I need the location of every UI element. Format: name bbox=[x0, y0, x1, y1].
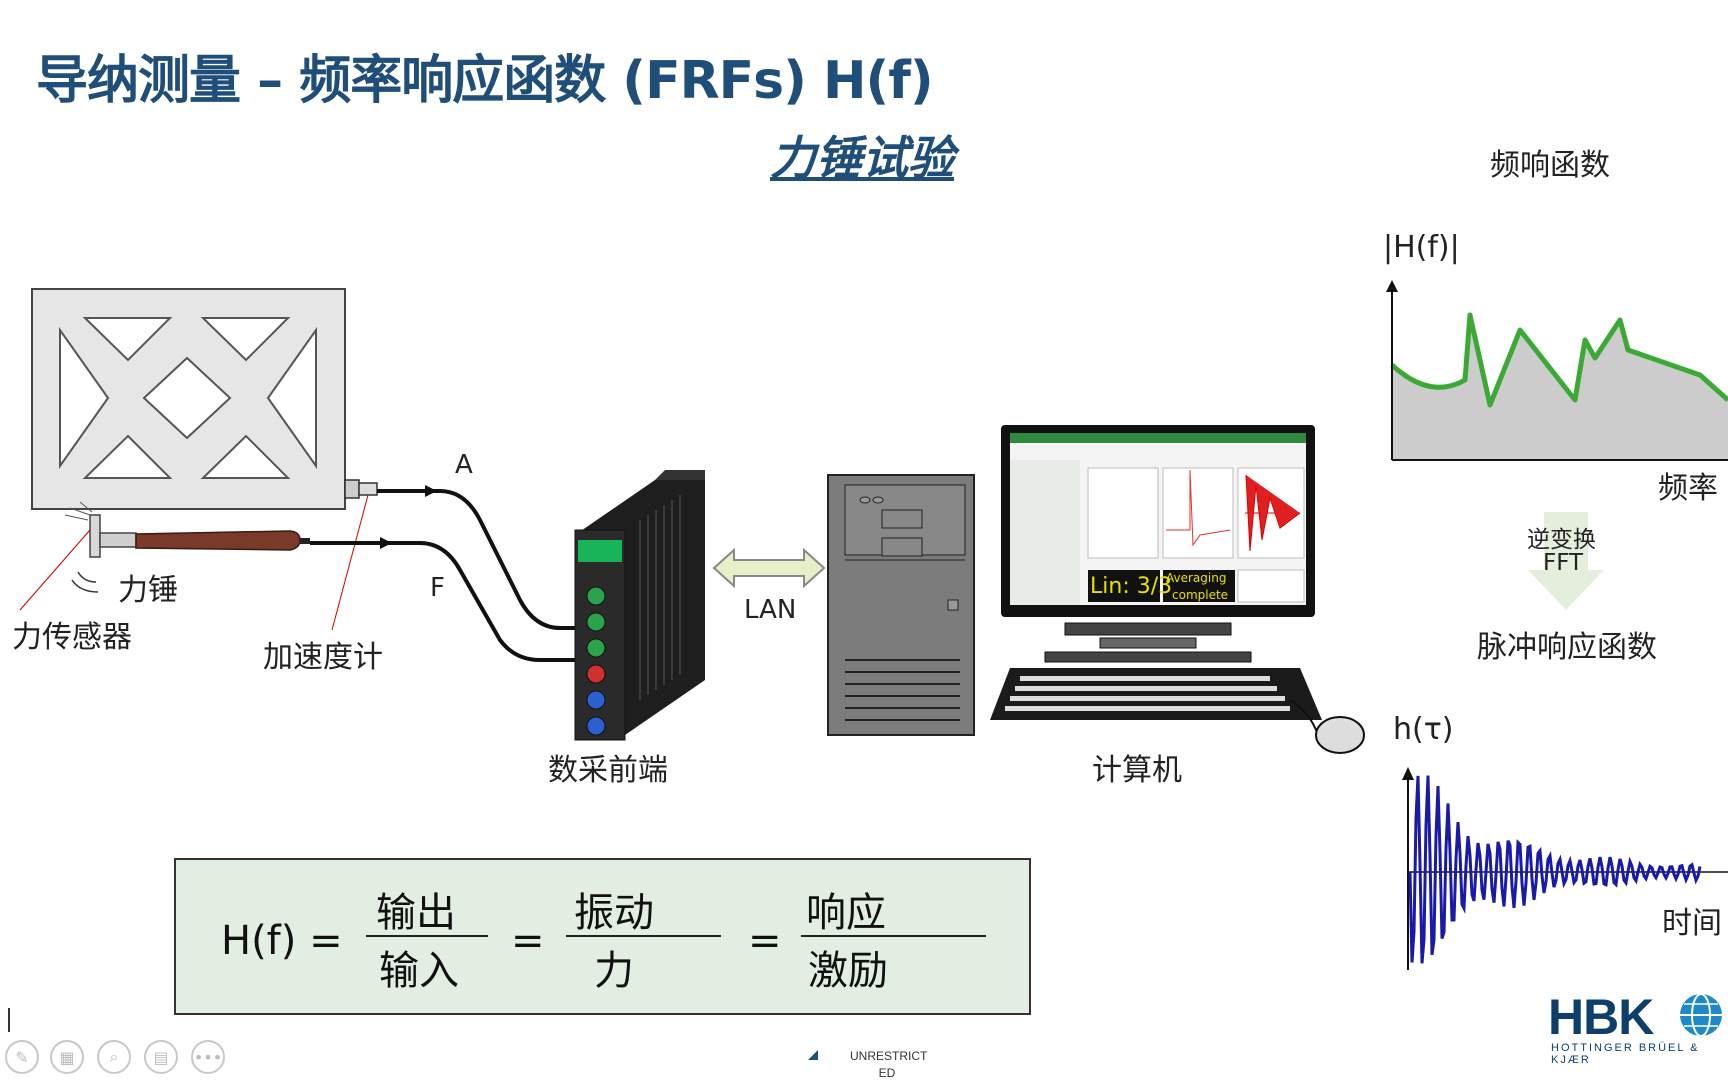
frontend-label: 数采前端 bbox=[548, 753, 668, 788]
formula-den1: 输入 bbox=[379, 948, 459, 994]
computer-label: 计算机 bbox=[1092, 753, 1182, 788]
hammer-label: 力锤 bbox=[118, 573, 178, 608]
impulse-x-label: 时间 bbox=[1662, 906, 1722, 941]
formula-num1: 输出 bbox=[376, 890, 456, 936]
more-icon[interactable]: ••• bbox=[191, 1040, 225, 1074]
frf-plot bbox=[1386, 280, 1728, 461]
monitor-icon bbox=[990, 425, 1365, 754]
impulse-y-label: h(τ) bbox=[1393, 712, 1454, 747]
globe-icon bbox=[1680, 993, 1722, 1037]
fraction-line-3 bbox=[801, 935, 986, 937]
zoom-icon[interactable]: ⌕ bbox=[97, 1040, 131, 1074]
classification-line-2: ED bbox=[878, 1066, 896, 1080]
accelerometer-icon bbox=[344, 479, 378, 499]
formula-box: H(f) = 输出 输入 = 振动 力 = 响应 激励 bbox=[174, 858, 1031, 1015]
pc-tower-icon bbox=[827, 474, 975, 736]
hbk-logo-subtitle: HOTTINGER BRÜEL & KJÆR bbox=[1551, 1042, 1700, 1066]
text-cursor bbox=[8, 1008, 10, 1032]
transform-arrow-icon bbox=[1528, 512, 1604, 610]
fraction-line-2 bbox=[566, 935, 721, 937]
formula-den3: 激励 bbox=[808, 948, 888, 994]
classification-label: UNRESTRICT ED bbox=[850, 1048, 928, 1082]
force-sensor-label: 力传感器 bbox=[12, 620, 132, 655]
classification-line-1: UNRESTRICT bbox=[850, 1049, 928, 1063]
signal-a-label: A bbox=[455, 450, 473, 480]
formula-lhs: H(f) = bbox=[221, 918, 343, 964]
impulse-heading: 脉冲响应函数 bbox=[1477, 630, 1657, 665]
hammer-icon bbox=[64, 501, 310, 593]
transform-label-2: FFT bbox=[1543, 550, 1584, 576]
test-structure bbox=[31, 288, 346, 510]
signal-cables bbox=[310, 489, 575, 662]
lan-label: LAN bbox=[744, 595, 797, 625]
frf-heading: 频响函数 bbox=[1490, 148, 1610, 183]
classification-icon bbox=[808, 1050, 818, 1060]
slide-title: 导纳测量 – 频率响应函数 (FRFs) H(f) bbox=[36, 51, 934, 111]
frf-x-label: 频率 bbox=[1658, 471, 1718, 506]
subtitle-icon[interactable]: ▤ bbox=[144, 1040, 178, 1074]
formula-num3: 响应 bbox=[806, 890, 886, 936]
formula-eq2: = bbox=[748, 918, 782, 964]
pages-icon[interactable]: ▦ bbox=[50, 1040, 84, 1074]
fraction-line-1 bbox=[366, 935, 488, 937]
hbk-logo: HBK bbox=[1548, 989, 1654, 1045]
slide-subtitle: 力锤试验 bbox=[770, 131, 954, 185]
formula-num2: 振动 bbox=[574, 890, 654, 936]
frf-y-label: |H(f)| bbox=[1383, 230, 1460, 265]
formula-eq1: = bbox=[511, 918, 545, 964]
screen-lin-readout: Lin: 3/3 bbox=[1090, 574, 1173, 599]
lan-arrow-icon bbox=[712, 547, 826, 589]
impulse-plot bbox=[1402, 767, 1728, 970]
transform-label-1: 逆变换 bbox=[1527, 527, 1596, 553]
signal-f-label: F bbox=[430, 573, 445, 603]
screen-complete: complete bbox=[1172, 588, 1229, 602]
pen-icon[interactable]: ✎ bbox=[5, 1040, 39, 1074]
formula-den2: 力 bbox=[594, 948, 634, 994]
screen-averaging: Averaging bbox=[1166, 571, 1227, 585]
daq-frontend-icon bbox=[574, 470, 705, 741]
accelerometer-label: 加速度计 bbox=[263, 640, 383, 675]
